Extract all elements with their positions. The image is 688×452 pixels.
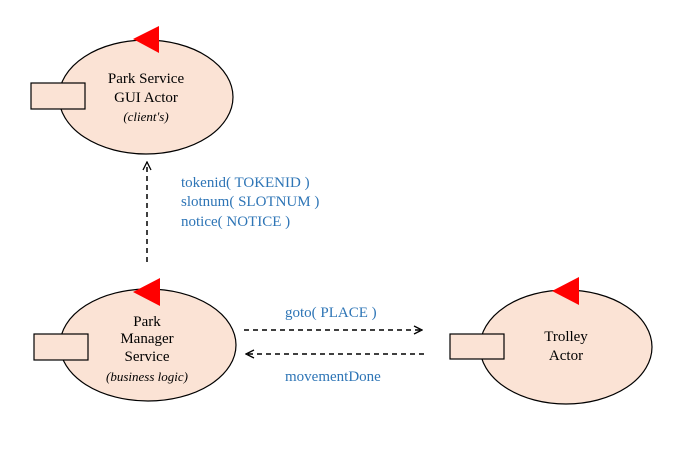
actor-gui-subtitle: (client's): [123, 109, 168, 124]
actor-manager-flag-icon: [133, 278, 160, 306]
actor-manager-port: [33, 333, 89, 361]
actor-trolley-port: [449, 333, 505, 360]
actor-trolley[interactable]: Trolley Actor: [449, 277, 653, 405]
actor-manager-name-line1: Park: [133, 314, 161, 330]
message-tokenid: tokenid( TOKENID ): [181, 175, 310, 191]
message-notice: notice( NOTICE ): [181, 214, 290, 230]
actor-gui-name-line2: GUI Actor: [114, 90, 178, 106]
actor-trolley-name-line1: Trolley: [544, 329, 588, 345]
actor-gui[interactable]: Park Service GUI Actor (client's): [30, 26, 234, 155]
actor-trolley-flag-icon: [552, 277, 579, 305]
actor-manager-subtitle: (business logic): [106, 369, 188, 384]
actor-gui-port: [30, 82, 86, 110]
actor-trolley-name-line2: Actor: [549, 348, 583, 364]
actor-manager-name-line3: Service: [125, 349, 170, 365]
actor-manager-name-line2: Manager: [120, 331, 173, 347]
message-slotnum: slotnum( SLOTNUM ): [181, 194, 319, 210]
actor-trolley-body: [479, 289, 653, 405]
actor-gui-flag-icon: [133, 26, 159, 53]
message-goto: goto( PLACE ): [285, 305, 377, 321]
message-movement-done: movementDone: [285, 369, 381, 385]
actor-manager[interactable]: Park Manager Service (business logic): [33, 278, 237, 402]
actor-gui-name-line1: Park Service: [108, 71, 185, 87]
